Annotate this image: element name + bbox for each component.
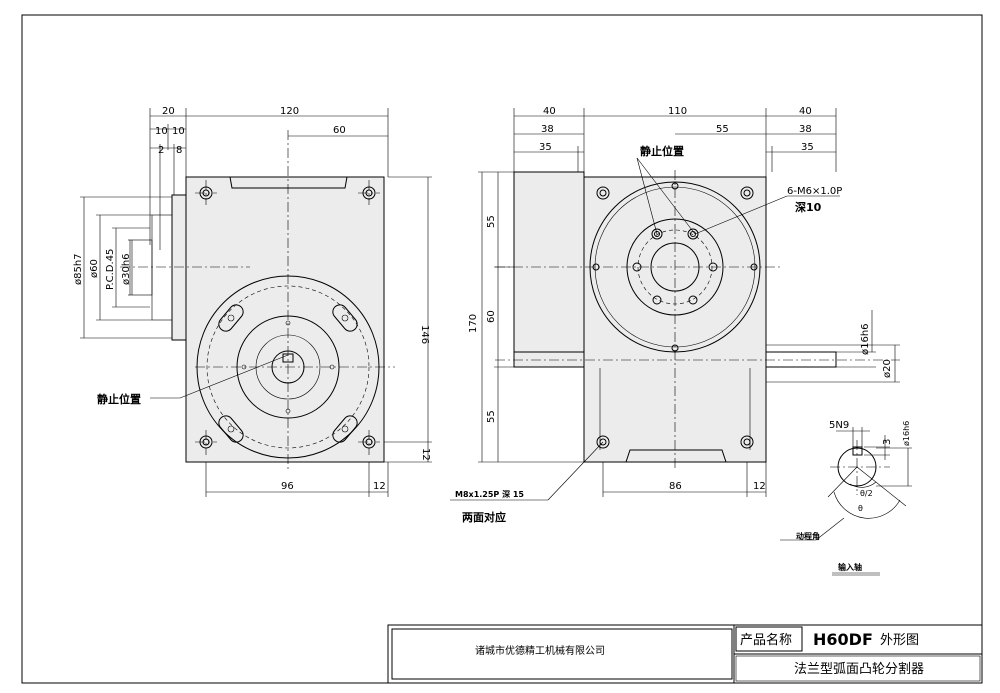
dim-side-60: 60 — [486, 310, 497, 323]
front-left-boss — [151, 214, 173, 321]
dim-front-85h7: ø85h7 — [73, 253, 84, 285]
dim-front-8: 8 — [176, 145, 182, 156]
detail-theta: θ — [858, 504, 863, 513]
detail-input-shaft: 输入轴 — [838, 562, 862, 572]
dim-side-55: 55 — [716, 124, 729, 135]
input-shaft-detail: 5N9 3 ø16h6 θ/2 θ 动程角 输入轴 — [780, 420, 912, 576]
dim-front-2: 2 — [158, 145, 164, 156]
side-view: 40 110 40 38 55 38 35 35 170 55 60 55 — [450, 106, 900, 524]
dim-side-110: 110 — [668, 106, 687, 117]
dim-side-55b: 55 — [486, 410, 497, 423]
dim-side-170: 170 — [468, 314, 479, 333]
dim-front-12r: 12 — [420, 448, 431, 461]
title-block — [387, 624, 983, 684]
detail-theta-half: θ/2 — [860, 489, 873, 498]
side-m8-label: M8x1.25P 深 15 — [455, 489, 524, 499]
dim-side-40b: 40 — [799, 106, 812, 117]
dim-front-120: 120 — [280, 106, 299, 117]
front-top-notch — [229, 176, 348, 189]
dim-front-20: 20 — [162, 106, 175, 117]
dim-side-35b: 35 — [801, 142, 814, 153]
model-number: H60DF — [813, 630, 873, 649]
dim-side-16h6: ø16h6 — [860, 323, 871, 355]
side-right-shaft — [765, 351, 837, 368]
dim-side-55a: 55 — [486, 215, 497, 228]
dim-side-38b: 38 — [799, 124, 812, 135]
product-name-label: 产品名称 — [740, 632, 792, 648]
dim-side-12b: 12 — [753, 481, 766, 492]
detail-keyway — [852, 446, 863, 456]
detail-stroke-angle: 动程角 — [796, 531, 820, 541]
dim-front-pcd: P.C.D.45 — [105, 249, 116, 290]
dim-side-86: 86 — [669, 481, 682, 492]
dim-front-10b: 10 — [172, 126, 185, 137]
front-slots — [218, 304, 358, 443]
dim-front-96: 96 — [281, 481, 294, 492]
dim-front-10a: 10 — [155, 126, 168, 137]
dim-front-146: 146 — [419, 325, 430, 344]
company-name: 诸城市优德精工机械有限公司 — [475, 644, 605, 657]
side-stop-position-label: 静止位置 — [640, 144, 684, 158]
side-corner-holes — [596, 186, 754, 449]
product-full-name: 法兰型弧面凸轮分割器 — [794, 661, 924, 677]
detail-16h6: ø16h6 — [902, 421, 911, 446]
dim-front-60: 60 — [333, 125, 346, 136]
dim-side-35a: 35 — [539, 142, 552, 153]
drawing-type: 外形图 — [880, 633, 919, 648]
side-left-block — [513, 171, 585, 368]
dim-side-38a: 38 — [541, 124, 554, 135]
side-thread-label: 6-M6×1.0P — [787, 186, 842, 197]
front-flange-inner — [206, 285, 370, 449]
front-housing — [185, 176, 385, 463]
detail-dim-3: 3 — [882, 439, 893, 445]
dim-front-30h6: ø30h6 — [121, 253, 132, 285]
dim-side-20: ø20 — [882, 359, 893, 378]
dim-side-40a: 40 — [543, 106, 556, 117]
front-view: 20 120 10 10 2 8 60 ø85h7 ø60 P.C.D.45 ø… — [73, 106, 432, 497]
front-stop-position-label: 静止位置 — [97, 392, 141, 406]
dim-front-12b: 12 — [373, 481, 386, 492]
side-both-sides-label: 两面对应 — [462, 510, 506, 524]
front-left-shaft — [129, 239, 153, 296]
detail-5n9: 5N9 — [829, 420, 849, 431]
side-depth-label: 深10 — [795, 200, 822, 214]
dim-front-60dia: ø60 — [89, 259, 100, 278]
front-left-flange — [171, 194, 187, 341]
